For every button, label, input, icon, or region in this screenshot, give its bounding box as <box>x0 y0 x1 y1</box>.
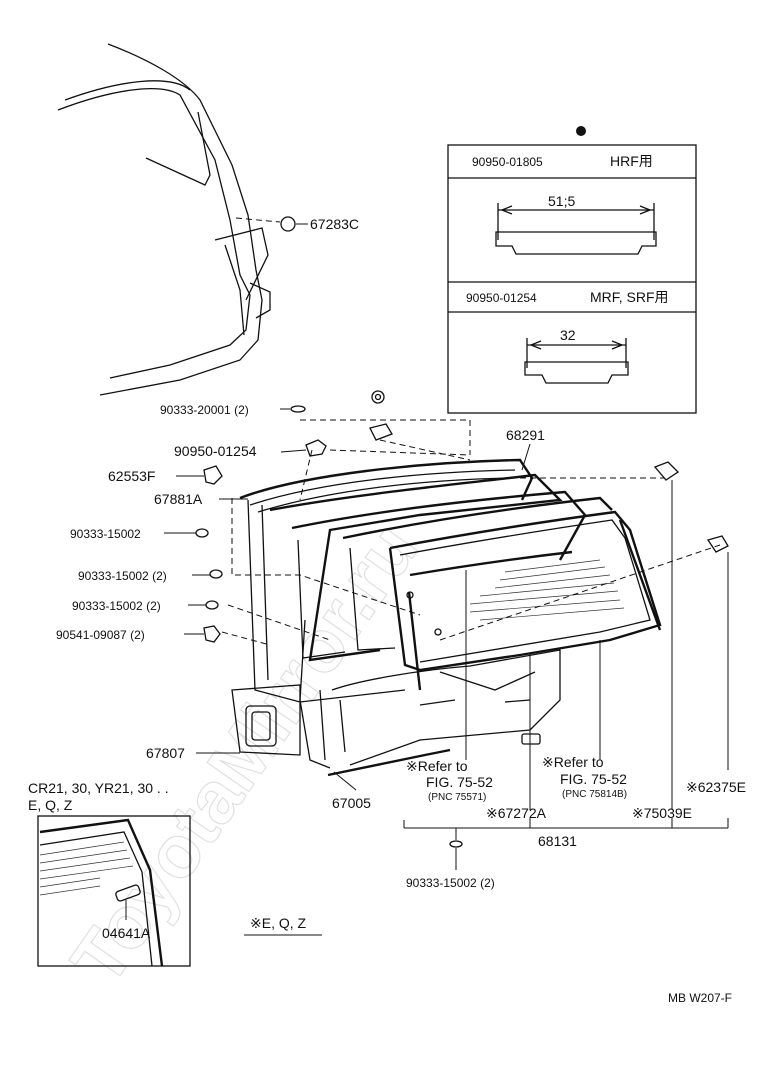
ref1-line3: (PNC 75571) <box>428 792 486 803</box>
inset-part-90950-01254: 90950-01254 <box>466 291 537 305</box>
inset-dim-32: 32 <box>560 327 576 343</box>
inset-note-hrf: HRF用 <box>610 153 653 169</box>
label-04641a: 04641A <box>102 925 151 941</box>
label-67005: 67005 <box>332 795 371 811</box>
ref1-line2: FIG. 75-52 <box>426 774 493 790</box>
inset-note-mrf-srf: MRF, SRF用 <box>590 289 669 305</box>
label-68291: 68291 <box>506 427 545 443</box>
ref2-line2: FIG. 75-52 <box>560 771 627 787</box>
vehicle-body-outline <box>57 43 281 396</box>
inset-box <box>447 126 697 414</box>
label-90333-15002-a: 90333-15002 <box>70 527 141 541</box>
label-68131: 68131 <box>538 833 577 849</box>
glass-weatherstrips <box>269 473 662 691</box>
label-67283c: 67283C <box>310 216 359 232</box>
inset-dim-51-5: 51;5 <box>548 193 575 209</box>
label-67272a: ※67272A <box>486 805 547 821</box>
label-62553f: 62553F <box>108 468 155 484</box>
back-window-glass <box>469 559 625 621</box>
label-75039e: ※75039E <box>632 805 692 821</box>
leader-lines <box>164 408 729 870</box>
ref1-line1: ※Refer to <box>406 758 468 774</box>
grommet-67283c <box>280 216 308 232</box>
inset-part-90950-01805: 90950-01805 <box>472 155 543 169</box>
label-90333-15002-b: 90333-15002 (2) <box>78 569 167 583</box>
variant-line2: E, Q, Z <box>28 797 73 813</box>
label-67881a: 67881A <box>154 491 203 507</box>
handle-panel-67807 <box>231 684 301 756</box>
back-door-inner-panel <box>239 458 561 777</box>
label-90333-15002-bottom: 90333-15002 (2) <box>406 876 495 890</box>
variant-line1: CR21, 30, YR21, 30 . . <box>28 780 169 796</box>
label-90333-15002-c: 90333-15002 (2) <box>72 599 161 613</box>
label-90333-20001: 90333-20001 (2) <box>160 403 249 417</box>
footnote-e-q-z: ※E, Q, Z <box>250 915 307 931</box>
variant-inset <box>37 815 322 967</box>
diagram-code: MB W207-F <box>668 991 732 1005</box>
label-90950-01254: 90950-01254 <box>174 443 257 459</box>
label-67807: 67807 <box>146 745 185 761</box>
label-90541-09087: 90541-09087 (2) <box>56 628 145 642</box>
label-62375e: ※62375E <box>686 779 746 795</box>
ref2-line3: (PNC 75814B) <box>562 789 627 800</box>
ref2-line1: ※Refer to <box>542 754 604 770</box>
alignment-dash-lines <box>221 419 721 646</box>
